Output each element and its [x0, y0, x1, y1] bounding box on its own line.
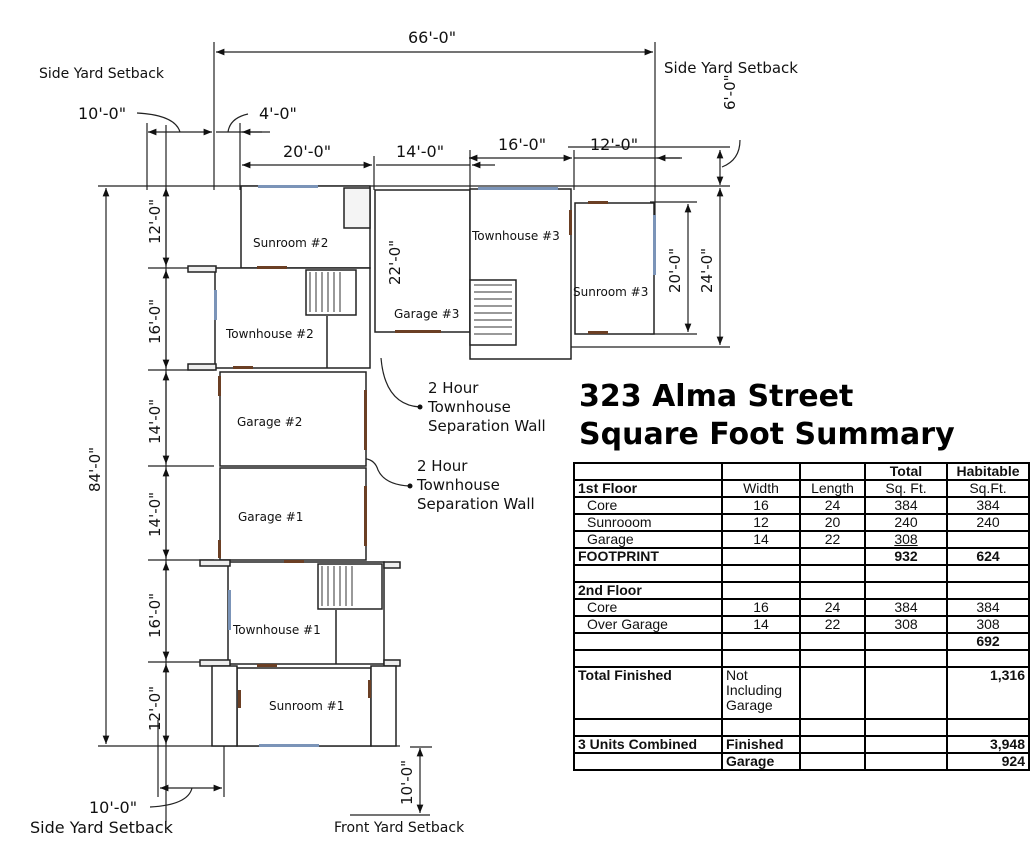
walls [187, 185, 655, 747]
stair-treads [309, 272, 512, 606]
footprint-total: 932 [864, 547, 948, 566]
callout-2-line3: Separation Wall [417, 495, 535, 513]
table-row [573, 718, 1030, 737]
dim-garage3-width: 14'-0" [396, 142, 445, 161]
combined-label: 3 Units Combined [573, 735, 723, 754]
combined-finished-value: 3,948 [946, 735, 1030, 754]
dim-bottom-setback: 10'-0" [89, 798, 138, 817]
dim-chain-4: 14'-0" [146, 491, 164, 537]
table-row: Sunrooom 12 20 240 240 [573, 513, 1030, 532]
dim-townhouse3-depth: 24'-0" [698, 247, 716, 293]
total-finished-value: 1,316 [946, 666, 1030, 720]
table-row: Over Garage 14 22 308 308 [573, 615, 1030, 634]
callout-2-line2: Townhouse [417, 476, 500, 494]
front-yard-setback-label: Front Yard Setback [334, 820, 465, 836]
table-row: Core 16 24 384 384 [573, 496, 1030, 515]
separation-wall-callout-1: 2 Hour Townhouse Separation Wall [428, 379, 546, 436]
dim-chain-5: 16'-0" [146, 592, 164, 638]
dim-sunroom3-depth: 20'-0" [666, 247, 684, 293]
room-garage-1: Garage #1 [238, 510, 304, 524]
second-floor-label: 2nd Floor [573, 581, 723, 600]
table-row: 1st Floor Width Length Sq. Ft. Sq.Ft. [573, 479, 1030, 498]
room-garage-2: Garage #2 [237, 415, 303, 429]
dim-chain-3: 14'-0" [146, 398, 164, 444]
table-row: 692 [573, 632, 1030, 651]
square-foot-summary-table: Total Habitable 1st Floor Width Length S… [573, 462, 1030, 771]
side-yard-setback-label-top-left: Side Yard Setback [39, 66, 165, 82]
dim-top-offset: 6'-0" [721, 74, 739, 110]
footprint-habitable: 624 [946, 547, 1030, 566]
footprint-label: FOOTPRINT [573, 547, 723, 566]
table-row: Garage 924 [573, 752, 1030, 771]
header-habitable: Habitable [946, 462, 1030, 481]
dim-chain-2: 16'-0" [146, 298, 164, 344]
total-finished-note: Not Including Garage [721, 666, 801, 720]
dim-chain-6: 12'-0" [146, 685, 164, 731]
col-total-sqft: Sq. Ft. [864, 479, 948, 498]
col-habitable-sqft: Sq.Ft. [946, 479, 1030, 498]
callout-2-line1: 2 Hour [417, 457, 468, 475]
dim-overall-depth: 84'-0" [86, 446, 104, 492]
dim-chain-1: 12'-0" [146, 198, 164, 244]
room-townhouse-2: Townhouse #2 [226, 327, 314, 341]
dim-front-setback: 10'-0" [398, 759, 416, 805]
room-garage-3: Garage #3 [394, 307, 460, 321]
table-row: 2nd Floor [573, 581, 1030, 600]
callout-1-line1: 2 Hour [428, 379, 479, 397]
dim-townhouse3-width: 16'-0" [498, 135, 547, 154]
combined-finished-label: Finished [721, 735, 801, 754]
callout-1-line2: Townhouse [428, 398, 511, 416]
dim-left-setback: 10'-0" [78, 104, 127, 123]
room-townhouse-3: Townhouse #3 [472, 229, 560, 243]
col-length: Length [799, 479, 866, 498]
combined-garage-label: Garage [721, 752, 801, 771]
table-row: Garage 14 22 308 [573, 530, 1030, 549]
callout-1-line3: Separation Wall [428, 417, 546, 435]
combined-garage-value: 924 [946, 752, 1030, 771]
table-row [573, 649, 1030, 668]
room-sunroom-3: Sunroom #3 [573, 285, 649, 299]
header-total: Total [864, 462, 948, 481]
summary-title-line1: 323 Alma Street [579, 379, 854, 414]
room-sunroom-2: Sunroom #2 [253, 236, 329, 250]
dim-sunroom2-width: 20'-0" [283, 142, 332, 161]
first-floor-label: 1st Floor [573, 479, 723, 498]
summary-title-line2: Square Foot Summary [579, 417, 955, 452]
col-width: Width [721, 479, 801, 498]
table-row: Total Habitable [573, 462, 1030, 481]
separation-wall-callout-2: 2 Hour Townhouse Separation Wall [417, 457, 535, 514]
table-row [573, 564, 1030, 583]
table-row: 3 Units Combined Finished 3,948 [573, 735, 1030, 754]
table-row: Total Finished Not Including Garage 1,31… [573, 666, 1030, 720]
dim-offset-4: 4'-0" [259, 104, 297, 123]
table-row: Core 16 24 384 384 [573, 598, 1030, 617]
dim-sunroom3-width: 12'-0" [590, 135, 639, 154]
second-floor-subtotal: 692 [946, 632, 1030, 651]
summary-title: 323 Alma Street Square Foot Summary [579, 378, 955, 454]
openings [214, 185, 656, 747]
total-finished-label: Total Finished [573, 666, 723, 720]
room-sunroom-1: Sunroom #1 [269, 699, 345, 713]
table-row: FOOTPRINT 932 624 [573, 547, 1030, 566]
dim-garage3-depth: 22'-0" [386, 239, 404, 285]
room-townhouse-1: Townhouse #1 [233, 623, 321, 637]
side-yard-setback-label-bottom: Side Yard Setback [30, 818, 173, 837]
dim-overall-width: 66'-0" [408, 28, 457, 47]
side-yard-setback-label-top-right: Side Yard Setback [664, 59, 798, 77]
